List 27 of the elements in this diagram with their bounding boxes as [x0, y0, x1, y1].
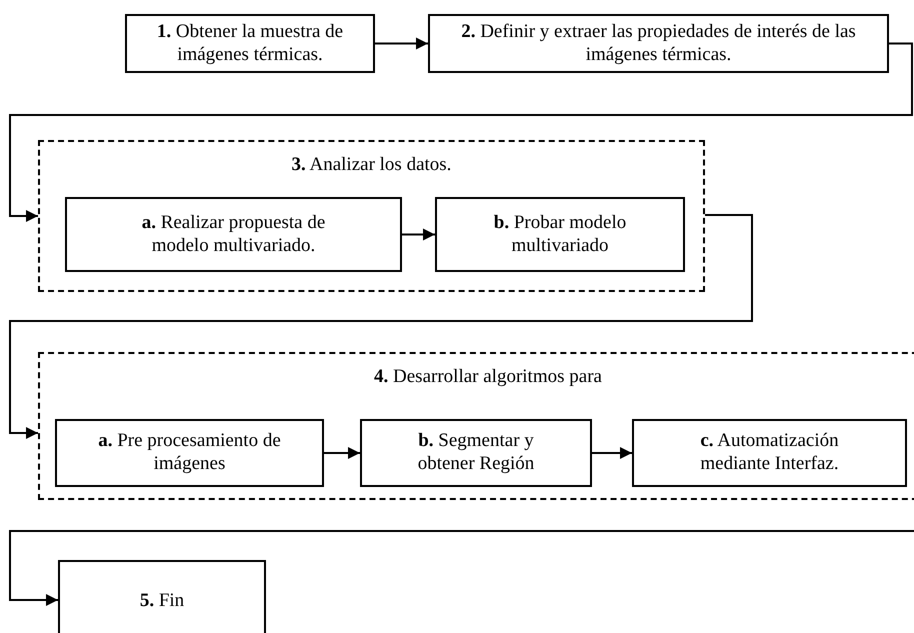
process-box	[125, 14, 375, 73]
process-box	[632, 419, 907, 487]
step-text: b. Segmentar y obtener Región	[416, 430, 536, 476]
arrow	[375, 38, 428, 50]
process-box	[428, 14, 889, 73]
arrow	[9, 42, 913, 222]
arrow	[324, 447, 360, 459]
step-text: a. Pre procesamiento de imágenes	[97, 430, 282, 476]
dashed-group-box	[38, 140, 705, 292]
step-text: b. Probar modelo multivariado	[492, 212, 628, 258]
dashed-group-box	[38, 352, 914, 500]
process-box	[65, 197, 402, 272]
step-text: 5. Fin	[140, 590, 184, 613]
process-box	[55, 419, 324, 487]
step-text: a. Realizar propuesta de modelo multivariado.	[140, 212, 326, 258]
process-box	[360, 419, 592, 487]
arrow	[402, 228, 435, 240]
process-box	[435, 197, 685, 272]
arrow	[592, 447, 632, 459]
arrow	[9, 530, 914, 606]
group-title: 3. Analizar los datos.	[290, 154, 452, 177]
step-text: 2. Definir y extraer las propiedades de interés de las imágenes térmicas.	[460, 20, 857, 66]
step-text: 1. Obtener la muestra de imágenes térmicas.	[156, 20, 344, 66]
process-box	[58, 560, 266, 633]
group-title: 4. Desarrollar algoritmos para	[373, 366, 603, 389]
arrow	[9, 214, 753, 439]
step-text: c. Automatización mediante Interfaz.	[699, 430, 840, 476]
